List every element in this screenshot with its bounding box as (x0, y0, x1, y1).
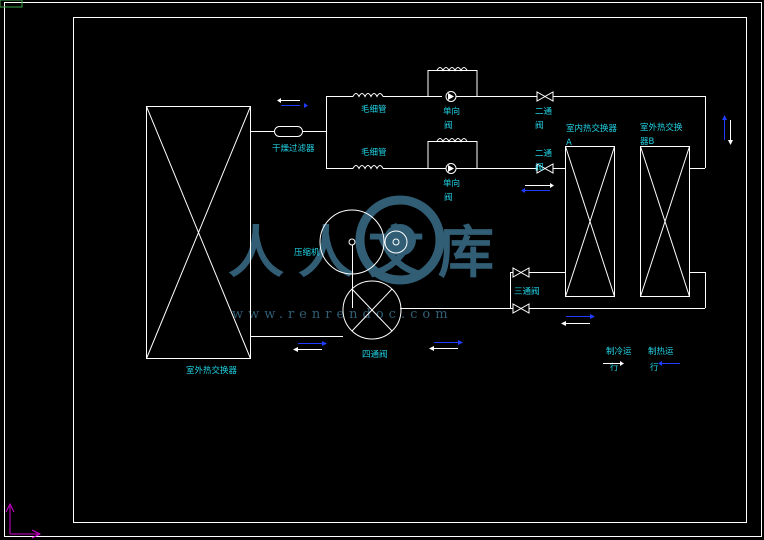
indoor-exchanger-a (565, 146, 615, 297)
compressor-icon (319, 209, 408, 308)
outdoor-exchanger-left (146, 106, 251, 359)
bowtie-valve-icon (512, 303, 530, 314)
two-way-valve-bottom-label-2: 阀 (535, 163, 544, 173)
coil-icon (352, 165, 384, 170)
flow-arrow-icon (429, 340, 463, 351)
outdoor-exchanger-b (640, 146, 690, 297)
dryer-filter-label: 干燥过滤器 (272, 143, 315, 154)
flow-arrow-icon (722, 115, 733, 145)
check-valve-top-label-2: 阀 (444, 121, 453, 131)
capillary-top-label: 毛细管 (361, 104, 387, 115)
flow-arrow-icon (521, 183, 554, 193)
legend-cooling: 制冷运 行 (603, 346, 632, 373)
check-valve-icon (445, 91, 457, 102)
legend-heating: 制热运 行 (648, 346, 680, 373)
three-way-valve-label: 三通阀 (514, 286, 540, 297)
two-way-valve-top-label-2: 阀 (535, 121, 544, 131)
indoor-exchanger-label-2: A (566, 138, 572, 148)
bowtie-valve-icon (536, 91, 554, 102)
inner-border (73, 17, 747, 523)
coil-icon (436, 67, 468, 72)
check-valve-top-label-1: 单向 (443, 106, 460, 117)
compressor-label: 压缩机 (294, 247, 320, 258)
legend-cooling-label-1: 制冷运 (606, 346, 632, 357)
outdoor-exchanger-right-label-2: 器B (640, 137, 655, 147)
watermark-cn: 人人文库 (228, 220, 508, 286)
two-way-valve-bottom-label-1: 二通 (535, 148, 553, 159)
coil-icon (352, 93, 384, 98)
legend-cooling-label-2: 行 (610, 362, 619, 373)
coil-icon (436, 138, 468, 143)
four-way-valve-icon (342, 280, 402, 340)
outdoor-exchanger-right-label-1: 室外热交换 (640, 122, 683, 133)
check-valve-icon (445, 163, 457, 174)
watermark-logo-icon (355, 195, 445, 285)
legend-heating-label-1: 制热运 (648, 346, 674, 357)
legend-heating-label-2: 行 (650, 362, 659, 373)
bowtie-valve-icon (512, 267, 530, 278)
outer-border (4, 2, 762, 537)
flow-arrow-icon (277, 98, 308, 108)
ucs-axes-icon (5, 502, 42, 539)
outdoor-exchanger-left-label: 室外热交换器 (186, 365, 238, 376)
corner-marker-icon (0, 0, 23, 8)
check-valve-bottom-label-1: 单向 (443, 178, 460, 189)
watermark: 人人文库 www.renrendoc.com (228, 195, 508, 322)
watermark-url: www.renrendoc.com (232, 307, 453, 322)
flow-arrow-icon (561, 314, 595, 326)
indoor-exchanger-label-1: 室内热交换器 (566, 123, 618, 134)
capillary-bottom-label: 毛细管 (361, 147, 387, 158)
check-valve-bottom-label-2: 阀 (444, 193, 453, 203)
two-way-valve-top-label-1: 二通 (535, 106, 553, 117)
flow-arrow-icon (293, 341, 327, 352)
four-way-valve-label: 四通阀 (362, 349, 388, 360)
filter-capsule-icon (274, 126, 303, 137)
